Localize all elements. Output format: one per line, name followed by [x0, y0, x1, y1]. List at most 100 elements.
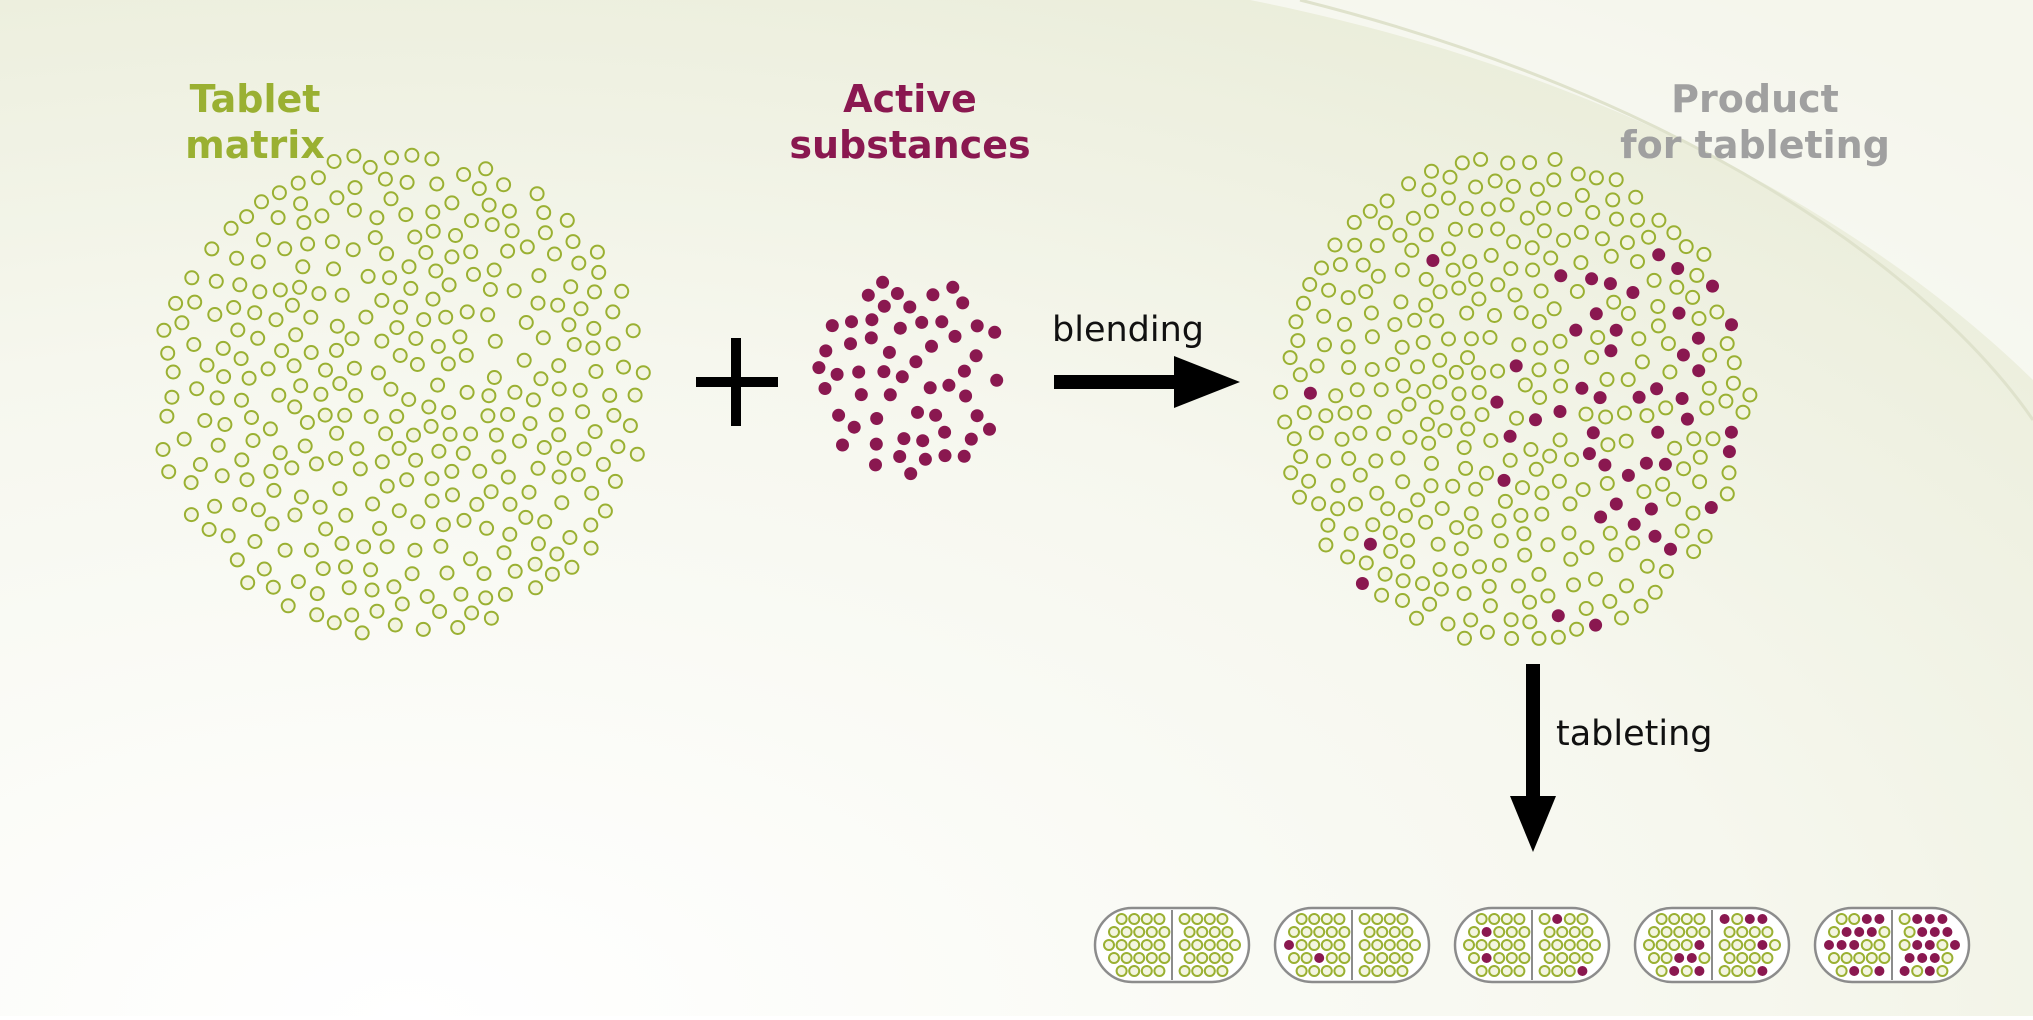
product-particle: [1337, 405, 1353, 421]
matrix-particle: [164, 389, 180, 405]
product-particle: [1418, 297, 1434, 313]
product-particle: [1563, 551, 1579, 567]
product-particle: [1590, 330, 1606, 345]
tablet-particle: [1481, 953, 1492, 963]
product-particle: [1651, 425, 1665, 439]
matrix-particle: [530, 536, 546, 552]
matrix-particle: [303, 309, 319, 325]
product-particle: [1346, 214, 1362, 230]
tablet-particle: [1551, 939, 1564, 951]
matrix-particle: [450, 620, 466, 635]
matrix-particle: [329, 318, 345, 334]
product-particle: [1394, 262, 1410, 278]
product-particle: [1609, 211, 1624, 227]
product-particle: [1639, 408, 1655, 424]
matrix-particle: [484, 217, 500, 233]
product-particle: [1547, 152, 1563, 167]
tablet-particle: [1878, 926, 1891, 938]
product-particle: [1658, 563, 1674, 579]
product-particle: [1664, 542, 1677, 556]
product-particle: [1301, 473, 1317, 489]
tablet-particle: [1401, 952, 1414, 964]
active-particle: [870, 412, 884, 425]
tablet-particle: [1911, 965, 1924, 977]
matrix-particle: [572, 382, 588, 398]
active-particle: [883, 388, 897, 402]
tablet-particle: [1308, 939, 1321, 951]
tablet-particle: [1563, 913, 1576, 925]
tablet-particle: [1736, 926, 1749, 938]
matrix-particle: [247, 534, 263, 549]
matrix-particle: [459, 304, 475, 320]
matrix-particle: [416, 312, 432, 328]
tablet-particle: [1538, 939, 1551, 951]
tablet-particle: [1761, 926, 1774, 938]
product-particle: [1358, 284, 1374, 300]
product-particle: [1524, 240, 1540, 256]
product-particle: [1517, 547, 1533, 563]
matrix-particle: [393, 299, 409, 315]
matrix-particle: [161, 464, 177, 480]
matrix-particle: [239, 209, 255, 225]
matrix-particle: [551, 358, 567, 374]
matrix-particle: [512, 433, 527, 449]
tablet-particle: [1577, 966, 1588, 976]
product-particle: [1631, 331, 1647, 347]
matrix-particle: [444, 195, 460, 211]
active-particle: [983, 422, 996, 436]
matrix-particle: [186, 337, 202, 352]
product-particle: [1491, 513, 1507, 529]
matrix-particle: [566, 337, 582, 352]
product-particle: [1382, 525, 1398, 541]
product-particle: [1676, 348, 1690, 362]
matrix-particle: [536, 440, 552, 455]
matrix-particle: [295, 259, 311, 275]
tablet-matrix-label: Tablet matrix: [130, 76, 380, 168]
matrix-particle: [334, 287, 350, 303]
matrix-particle: [329, 425, 345, 441]
product-particle: [1504, 631, 1520, 646]
matrix-particle: [424, 493, 440, 509]
tablet-particle: [1937, 914, 1948, 924]
matrix-particle: [464, 605, 480, 621]
product-particle: [1471, 365, 1486, 381]
product-particle: [1395, 573, 1411, 589]
product-particle: [1667, 440, 1683, 456]
product-particle: [1432, 561, 1448, 577]
tablet-particle: [1376, 926, 1389, 938]
matrix-particle: [502, 526, 518, 542]
product-particle: [1402, 429, 1418, 445]
product-particle: [1364, 362, 1380, 377]
active-particle: [825, 319, 839, 333]
tablet-particle: [1108, 926, 1120, 938]
tablet-particle: [1581, 926, 1594, 938]
matrix-particle: [389, 408, 405, 424]
matrix-particle: [472, 463, 488, 479]
matrix-particle: [348, 388, 364, 403]
blending-label: blending: [1052, 310, 1204, 350]
product-particle: [1718, 393, 1734, 409]
matrix-particle: [530, 460, 546, 476]
matrix-particle: [496, 177, 512, 193]
matrix-particle: [244, 410, 259, 425]
product-particle: [1602, 525, 1618, 541]
product-particle: [1459, 305, 1475, 321]
active-particle: [903, 300, 917, 314]
tablet-particle: [1680, 939, 1693, 951]
product-particle: [1318, 537, 1334, 553]
product-particle: [1497, 493, 1513, 509]
matrix-particle: [337, 407, 353, 423]
matrix-particle: [229, 250, 245, 266]
product-label: Product for tableting: [1600, 76, 1910, 168]
matrix-particle: [481, 388, 497, 404]
active-particle: [990, 373, 1004, 387]
matrix-particle: [199, 357, 215, 373]
matrix-particle: [571, 255, 587, 271]
product-particle: [1603, 248, 1619, 264]
tablet-particle: [1563, 939, 1576, 951]
tablet-particle: [1686, 953, 1697, 963]
product-particle: [1660, 336, 1676, 352]
product-particle: [1456, 440, 1472, 456]
matrix-particle: [363, 409, 379, 425]
